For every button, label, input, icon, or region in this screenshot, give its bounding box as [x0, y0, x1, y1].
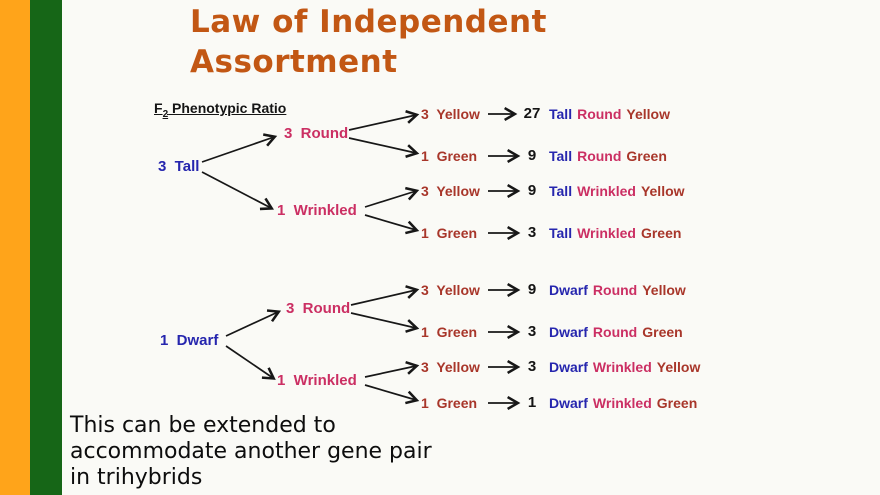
heading-f: F — [154, 100, 163, 116]
ratio-count: 9 — [527, 182, 537, 199]
branch-label-wrinkled-bottom: 1 Wrinkled — [277, 372, 357, 389]
branch-label-wrinkled-top: 1 Wrinkled — [277, 202, 357, 219]
branch-label-round-top: 3 Round — [284, 125, 349, 142]
diagram-heading: F2 Phenotypic Ratio — [154, 100, 286, 120]
seed-color-label: 1 Green — [421, 324, 478, 340]
connector-arrows — [201, 106, 521, 411]
branch-label-dwarf: 1 Dwarf — [160, 332, 219, 349]
seed-color-label: 3 Yellow — [421, 359, 480, 375]
footer-line: This can be extended to — [70, 413, 336, 438]
accent-bar-green — [30, 0, 62, 495]
ratio-count: 27 — [523, 105, 541, 122]
branch-label-tall: 3 Tall — [158, 158, 200, 175]
footer-line: accommodate another gene pair — [70, 439, 432, 464]
footer-line: in trihybrids — [70, 465, 203, 490]
seed-color-label: 3 Yellow — [421, 106, 480, 122]
phenotypic-ratio-diagram: F2 Phenotypic Ratio 3 Tall 1 Dwarf 3 Rou… — [140, 95, 880, 430]
ratio-count: 3 — [527, 358, 537, 375]
ratio-count: 3 — [527, 224, 537, 241]
seed-color-label: 1 Green — [421, 148, 478, 164]
accent-bar-orange — [0, 0, 30, 495]
footer-note: This can be extended to accommodate anot… — [70, 413, 500, 491]
ratio-count: 9 — [527, 281, 537, 298]
seed-color-label: 3 Yellow — [421, 282, 480, 298]
seed-color-label: 3 Yellow — [421, 183, 480, 199]
ratio-count: 9 — [527, 147, 537, 164]
heading-subscript: 2 — [162, 108, 169, 120]
ratio-count: 1 — [527, 394, 537, 411]
heading-rest: Phenotypic Ratio — [168, 100, 287, 116]
slide-title: Law of Independent Assortment — [190, 4, 547, 80]
ratio-count: 3 — [527, 323, 537, 340]
branch-label-round-bottom: 3 Round — [286, 300, 351, 317]
seed-color-label: 1 Green — [421, 395, 478, 411]
seed-color-label: 1 Green — [421, 225, 478, 241]
